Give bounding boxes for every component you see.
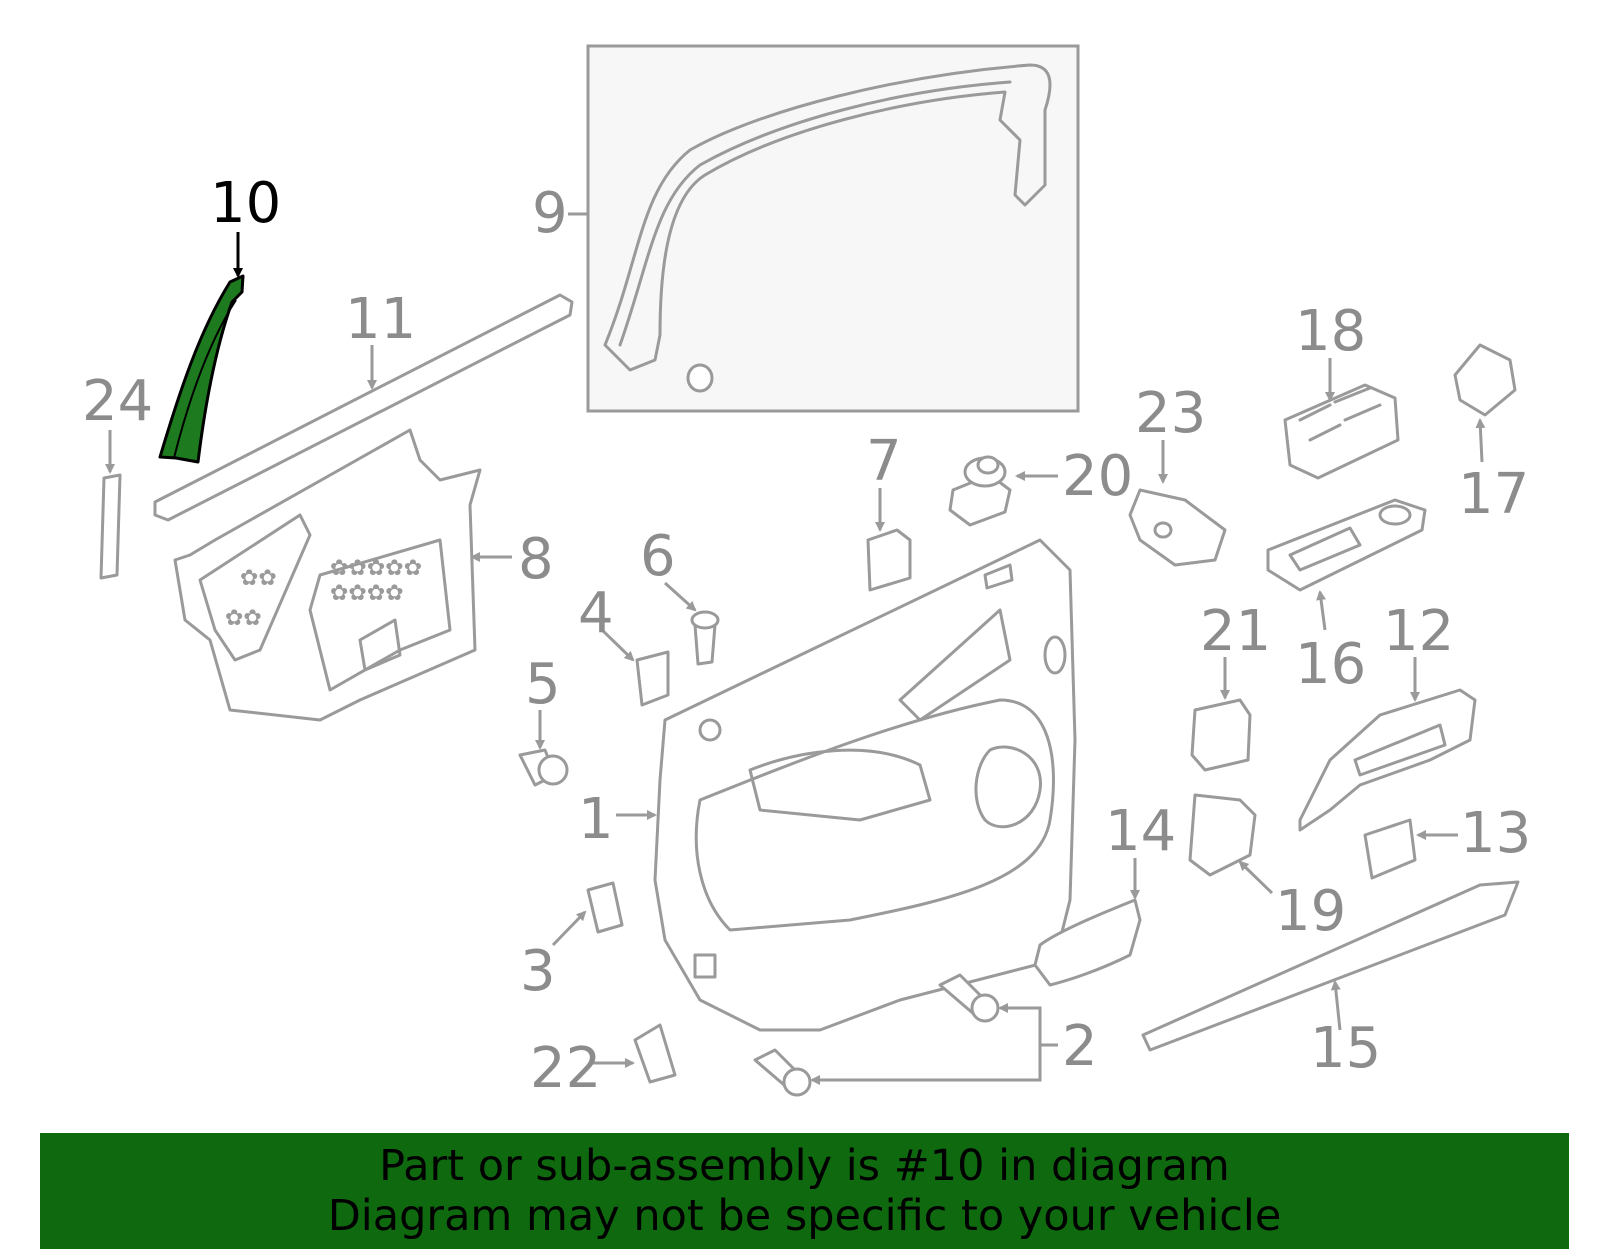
part-21-switch[interactable] — [1190, 698, 1252, 772]
part-15-lower-trim[interactable] — [1141, 880, 1520, 1052]
callout-15: 15 — [1310, 1016, 1381, 1081]
part-11-belt-weatherstrip[interactable] — [153, 293, 574, 522]
leader-3 — [551, 910, 587, 947]
part-3-bracket[interactable] — [586, 881, 624, 934]
part-1-door-trim-panel[interactable] — [653, 538, 1077, 1032]
part-24-trim-strip[interactable] — [99, 473, 122, 580]
callout-22: 22 — [530, 1036, 601, 1101]
part-10-glass-channel[interactable] — [158, 274, 245, 464]
leader-15 — [1330, 980, 1342, 1031]
part-20-mirror-switch[interactable] — [948, 455, 1012, 527]
callout-4: 4 — [578, 581, 614, 646]
callout-23: 23 — [1135, 381, 1206, 446]
svg-text:✿✿✿✿: ✿✿✿✿ — [330, 581, 404, 606]
part-16-switch-bezel[interactable] — [1266, 498, 1427, 592]
part-4-clip[interactable] — [635, 650, 670, 707]
part-23-bezel[interactable] — [1128, 488, 1227, 567]
callout-1: 1 — [578, 787, 614, 852]
leader-2b — [810, 1045, 1042, 1085]
banner-line-2: Diagram may not be specific to your vehi… — [327, 1191, 1282, 1241]
svg-text:✿✿: ✿✿ — [240, 566, 277, 591]
part-8-watershield[interactable]: ✿✿ ✿✿ ✿✿✿✿✿ ✿✿✿✿ — [173, 428, 482, 722]
callout-9: 9 — [532, 181, 568, 246]
callout-6: 6 — [640, 524, 676, 589]
part-6-grommet[interactable] — [690, 610, 720, 666]
part-22-cover[interactable] — [633, 1023, 677, 1084]
callout-17: 17 — [1458, 462, 1529, 527]
banner-line-1: Part or sub-assembly is #10 in diagram — [379, 1141, 1230, 1191]
part-7-pad[interactable] — [866, 528, 912, 592]
part-9-inset[interactable] — [586, 44, 1080, 413]
callout-13: 13 — [1460, 801, 1531, 866]
leader-2 — [998, 1003, 1058, 1047]
callout-3: 3 — [520, 939, 556, 1004]
callout-11: 11 — [345, 287, 416, 352]
callout-18: 18 — [1295, 299, 1366, 364]
info-banner: Part or sub-assembly is #10 in diagram D… — [40, 1133, 1569, 1249]
leader-17 — [1475, 418, 1486, 463]
leader-16 — [1316, 590, 1327, 631]
callout-8: 8 — [518, 527, 554, 592]
part-12-handle-bezel[interactable] — [1298, 688, 1477, 832]
callout-20: 20 — [1062, 444, 1133, 509]
part-19-connector[interactable] — [1188, 793, 1257, 877]
svg-text:✿✿✿✿✿: ✿✿✿✿✿ — [330, 556, 422, 581]
callout-5: 5 — [525, 652, 561, 717]
leader-19 — [1238, 860, 1274, 895]
parts-diagram: ✿✿ ✿✿ ✿✿✿✿✿ ✿✿✿✿ — [82, 44, 1531, 1101]
callout-7: 7 — [866, 429, 902, 494]
callout-12: 12 — [1383, 599, 1454, 664]
callout-21: 21 — [1200, 599, 1271, 664]
callout-14: 14 — [1105, 799, 1176, 864]
part-18-window-switch[interactable] — [1283, 383, 1400, 480]
part-5-push-pin[interactable] — [518, 748, 569, 787]
part-14-armrest-pad[interactable] — [1033, 898, 1142, 987]
callout-16: 16 — [1295, 632, 1366, 697]
leader-6 — [663, 581, 697, 612]
callout-10: 10 — [210, 171, 281, 236]
part-2-screws[interactable] — [753, 973, 1000, 1097]
callout-2: 2 — [1062, 1014, 1098, 1079]
callout-19: 19 — [1275, 879, 1346, 944]
callout-24: 24 — [82, 369, 153, 434]
part-13-cover[interactable] — [1363, 818, 1417, 880]
part-17-switch[interactable] — [1453, 343, 1517, 417]
leader-4 — [598, 626, 635, 662]
svg-text:✿✿: ✿✿ — [225, 606, 262, 631]
